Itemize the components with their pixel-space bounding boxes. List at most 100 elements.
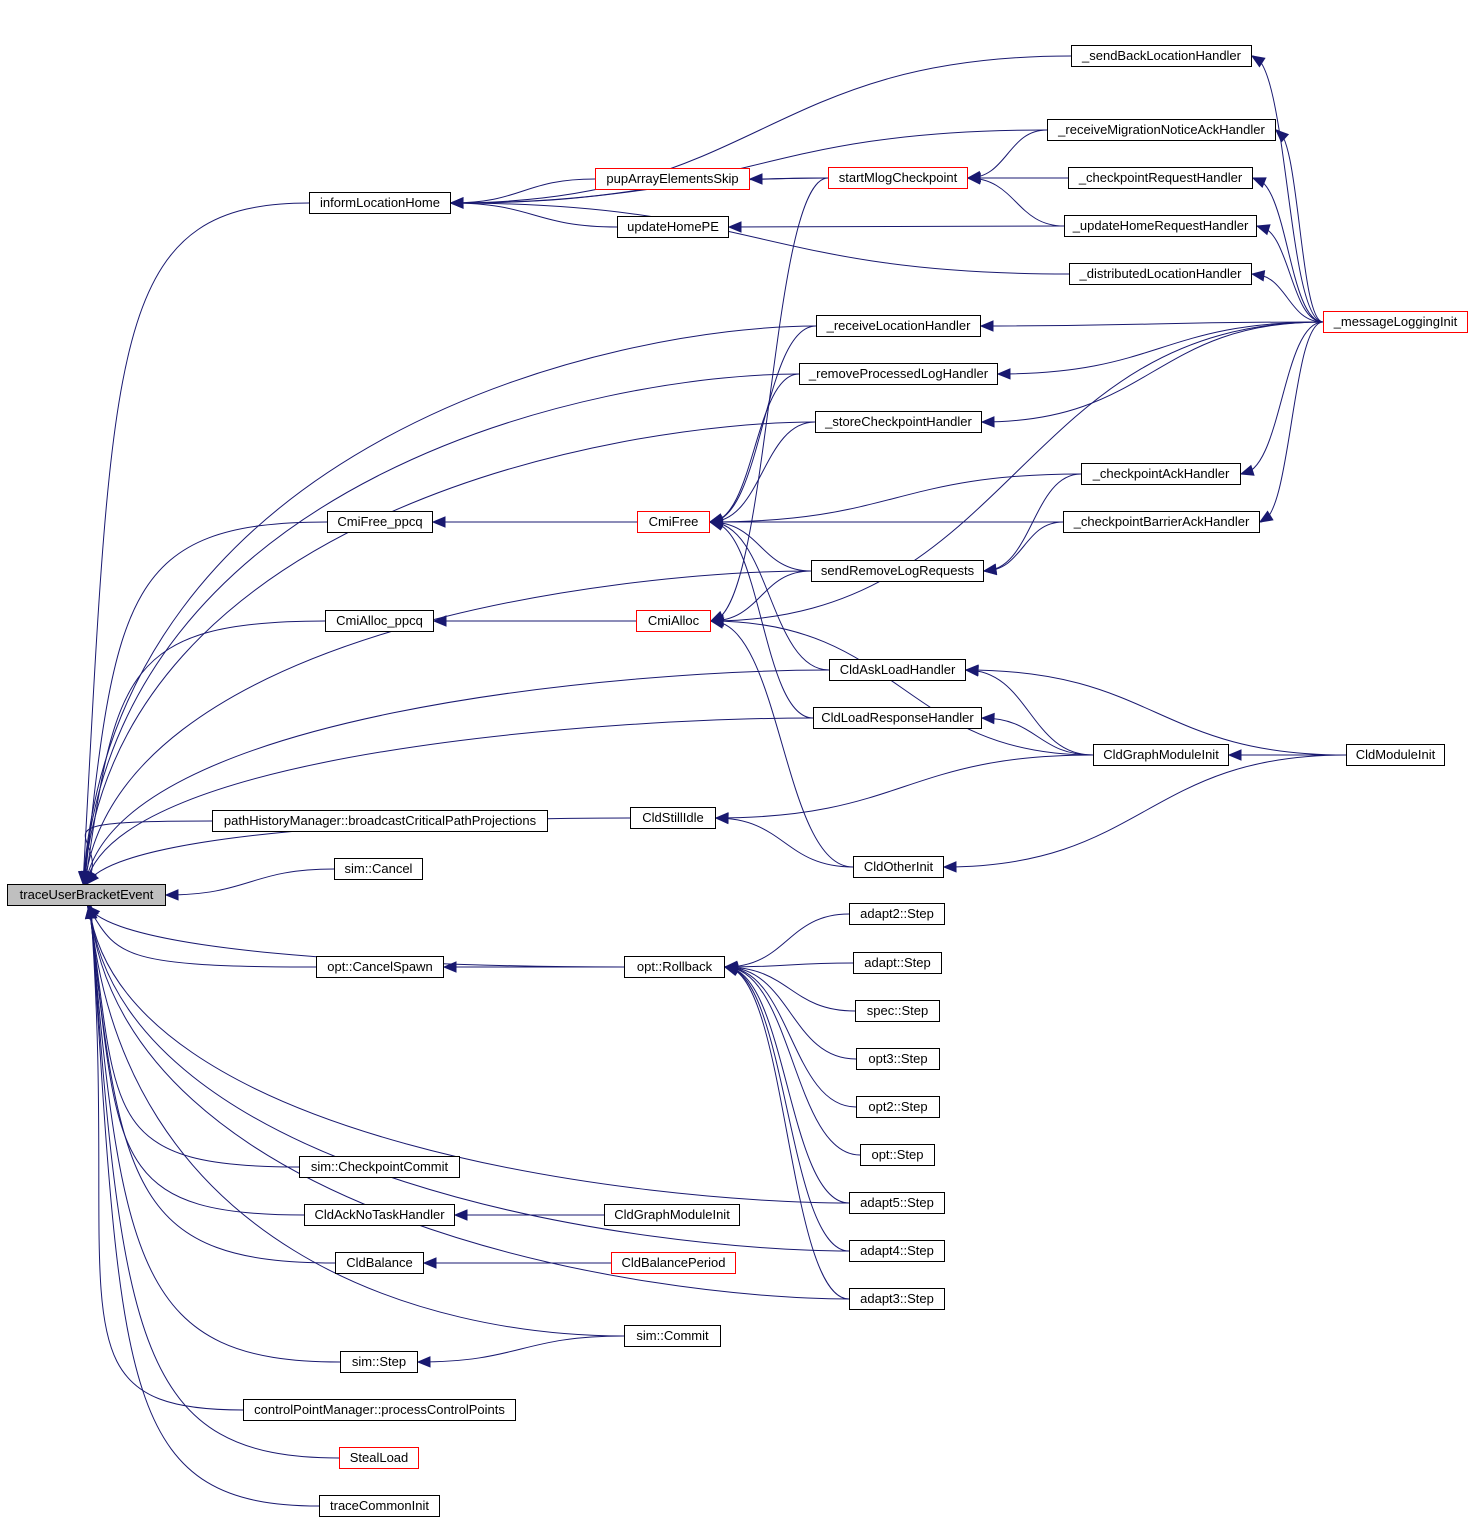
node-CmiFree[interactable]: CmiFree: [637, 511, 710, 533]
node-sendBackLocationHandler[interactable]: _sendBackLocationHandler: [1071, 45, 1252, 67]
edge-traceCommonInit-to-traceUserBracketEvent: [90, 905, 320, 1507]
arrowhead-CldGraphModuleInit: [1227, 749, 1242, 761]
edge-specStep-to-optRollback: [724, 966, 856, 1012]
arrowhead-pupArrayElementsSkip: [748, 173, 763, 185]
node-checkpointAckHandler[interactable]: _checkpointAckHandler: [1081, 463, 1241, 485]
edge-_updateHomeRequestHandler-to-startMlogCheckpoint: [967, 177, 1065, 227]
edge-adapt3Step-to-optRollback: [724, 966, 850, 1300]
node-CldGraphModuleInit-2[interactable]: CldGraphModuleInit: [604, 1204, 740, 1226]
node-storeCheckpointHandler[interactable]: _storeCheckpointHandler: [815, 411, 982, 433]
arrowhead-optCancelSpawn: [442, 961, 457, 973]
edge-pupArrayElementsSkip-to-informLocationHome: [450, 178, 596, 204]
edge-CldOtherInit-to-CldStillIdle: [715, 817, 854, 868]
edge-_messageLoggingInit-to-_checkpointRequestHandler: [1252, 177, 1324, 323]
node-CldBalancePeriod[interactable]: CldBalancePeriod: [611, 1252, 736, 1274]
arrowhead-CldAskLoadHandler: [964, 664, 979, 676]
edge-_updateHomeRequestHandler-to-updateHomePE: [728, 225, 1065, 228]
edge-optStep-to-optRollback: [724, 966, 861, 1156]
edge-CldBalance-to-traceUserBracketEvent: [88, 905, 336, 1264]
node-spec-Step[interactable]: spec::Step: [855, 1000, 940, 1022]
node-sim-CheckpointCommit[interactable]: sim::CheckpointCommit: [299, 1156, 460, 1178]
node-opt-Step[interactable]: opt::Step: [860, 1144, 935, 1166]
node-checkpointRequestHandler[interactable]: _checkpointRequestHandler: [1068, 167, 1253, 189]
node-CldBalance[interactable]: CldBalance: [335, 1252, 424, 1274]
edge-_receiveMigrationNoticeAckHandler-to-startMlogCheckpoint: [967, 129, 1048, 179]
node-CldLoadResponseHandler[interactable]: CldLoadResponseHandler: [813, 707, 982, 729]
arrowhead-informLocationHome: [449, 197, 464, 209]
node-CldStillIdle[interactable]: CldStillIdle: [630, 807, 716, 829]
arrowhead-simStep: [416, 1356, 431, 1368]
arrowhead-_sendBackLocationHandler: [1250, 55, 1266, 68]
node-receiveMigrationNoticeAckHandler[interactable]: _receiveMigrationNoticeAckHandler: [1047, 119, 1276, 141]
node-updateHomePE[interactable]: updateHomePE: [617, 216, 729, 238]
edge-sendRemoveLogRequests-to-traceUserBracketEvent: [84, 570, 812, 885]
node-receiveLocationHandler[interactable]: _receiveLocationHandler: [816, 315, 981, 337]
edge-_distributedLocationHandler-to-informLocationHome: [450, 202, 1070, 275]
node-CldAskLoadHandler[interactable]: CldAskLoadHandler: [829, 659, 966, 681]
node-opt-Rollback[interactable]: opt::Rollback: [624, 956, 725, 978]
edge-CldAskLoadHandler-to-CmiFree: [709, 521, 830, 671]
node-opt2-Step[interactable]: opt2::Step: [856, 1096, 940, 1118]
edge-_checkpointAckHandler-to-CmiFree: [709, 473, 1082, 523]
node-CldGraphModuleInit[interactable]: CldGraphModuleInit: [1093, 744, 1229, 766]
node-updateHomeRequestHandler[interactable]: _updateHomeRequestHandler: [1064, 215, 1257, 237]
node-CldAckNoTaskHandler[interactable]: CldAckNoTaskHandler: [304, 1204, 455, 1226]
arrowhead-traceUserBracketEvent: [86, 904, 98, 919]
node-informLocationHome[interactable]: informLocationHome: [309, 192, 451, 214]
edge-CldGraphModuleInit-to-CmiAlloc: [710, 620, 1094, 756]
node-adapt3-Step[interactable]: adapt3::Step: [849, 1288, 945, 1310]
node-adapt4-Step[interactable]: adapt4::Step: [849, 1240, 945, 1262]
node-opt-CancelSpawn[interactable]: opt::CancelSpawn: [316, 956, 444, 978]
node-adapt-Step[interactable]: adapt::Step: [853, 952, 942, 974]
edge-_checkpointAckHandler-to-sendRemoveLogRequests: [983, 473, 1082, 572]
edge-_messageLoggingInit-to-_checkpointBarrierAckHandler: [1259, 321, 1324, 523]
edge-opt2Step-to-optRollback: [724, 966, 857, 1108]
node-sim-Commit[interactable]: sim::Commit: [624, 1325, 721, 1347]
node-CmiAlloc_ppcq[interactable]: CmiAlloc_ppcq: [325, 610, 434, 632]
arrowhead-CmiAlloc: [709, 617, 725, 629]
arrowhead-traceUserBracketEvent: [85, 870, 97, 886]
edge-CldGraphModuleInit-to-CldLoadResponseHandler: [981, 717, 1094, 756]
edge-pathHistoryManager-to-traceUserBracketEvent: [84, 820, 213, 885]
edge-opt3Step-to-optRollback: [724, 966, 857, 1060]
node-sim-Step[interactable]: sim::Step: [340, 1351, 418, 1373]
node-sim-Cancel[interactable]: sim::Cancel: [334, 858, 423, 880]
node-CmiFree_ppcq[interactable]: CmiFree_ppcq: [327, 511, 433, 533]
edge-_checkpointBarrierAckHandler-to-sendRemoveLogRequests: [983, 521, 1064, 572]
edge-_messageLoggingInit-to-_sendBackLocationHandler: [1251, 55, 1324, 323]
edge-CldLoadResponseHandler-to-traceUserBracketEvent: [85, 717, 814, 885]
edge-adapt4Step-to-traceUserBracketEvent: [88, 905, 850, 1252]
arrowhead-CmiFree_ppcq: [431, 516, 446, 528]
node-pupArrayElementsSkip[interactable]: pupArrayElementsSkip: [595, 168, 750, 190]
node-startMlogCheckpoint[interactable]: startMlogCheckpoint: [828, 167, 968, 189]
edge-StealLoad-to-traceUserBracketEvent: [90, 905, 340, 1459]
edge-_messageLoggingInit-to-_checkpointAckHandler: [1240, 321, 1324, 475]
node-adapt2-Step[interactable]: adapt2::Step: [849, 903, 945, 925]
arrowhead-CmiAlloc_ppcq: [432, 615, 447, 627]
node-traceCommonInit[interactable]: traceCommonInit: [319, 1495, 440, 1517]
node-pathHistoryManager-broadcastCriticalPathProjections[interactable]: pathHistoryManager::broadcastCriticalPat…: [212, 810, 548, 832]
node-opt3-Step[interactable]: opt3::Step: [856, 1048, 940, 1070]
node-removeProcessedLogHandler[interactable]: _removeProcessedLogHandler: [799, 363, 998, 385]
edge-_messageLoggingInit-to-CmiAlloc: [710, 321, 1324, 622]
edge-_messageLoggingInit-to-_distributedLocationHandler: [1251, 273, 1324, 323]
edge-_messageLoggingInit-to-_storeCheckpointHandler: [981, 321, 1324, 423]
node-StealLoad[interactable]: StealLoad: [339, 1447, 419, 1469]
node-CldModuleInit[interactable]: CldModuleInit: [1346, 744, 1445, 766]
node-controlPointManager-processControlPoints[interactable]: controlPointManager::processControlPoint…: [243, 1399, 516, 1421]
node-CmiAlloc[interactable]: CmiAlloc: [636, 610, 711, 632]
node-checkpointBarrierAckHandler[interactable]: _checkpointBarrierAckHandler: [1063, 511, 1260, 533]
edge-CldAskLoadHandler-to-traceUserBracketEvent: [85, 669, 830, 885]
node-distributedLocationHandler[interactable]: _distributedLocationHandler: [1069, 263, 1252, 285]
node-messageLoggingInit[interactable]: _messageLoggingInit: [1323, 311, 1468, 333]
edge-CldModuleInit-to-CldOtherInit: [943, 754, 1347, 868]
arrowhead-_updateHomeRequestHandler: [1255, 224, 1271, 236]
edge-updateHomePE-to-informLocationHome: [450, 202, 618, 228]
node-adapt5-Step[interactable]: adapt5::Step: [849, 1192, 945, 1214]
edge-adapt4Step-to-optRollback: [724, 966, 850, 1252]
node-sendRemoveLogRequests[interactable]: sendRemoveLogRequests: [811, 560, 984, 582]
edge-CldGraphModuleInit-to-CldAskLoadHandler: [965, 669, 1094, 756]
arrowhead-_storeCheckpointHandler: [980, 416, 995, 428]
edge-adapt2Step-to-optRollback: [724, 913, 850, 968]
node-CldOtherInit[interactable]: CldOtherInit: [853, 856, 944, 878]
